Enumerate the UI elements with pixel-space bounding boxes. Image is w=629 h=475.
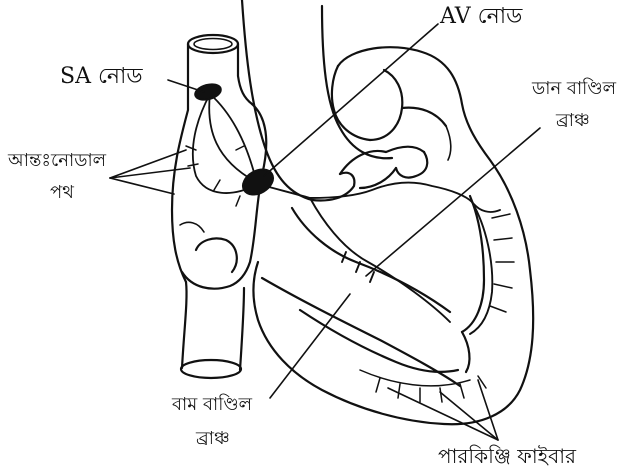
purkinje-fiber-label: পারকিঞ্জি ফাইবার (438, 446, 576, 466)
right-atrium (180, 104, 266, 289)
right-bundle-branch-label-line1: ডান বাণ্ডিল (532, 80, 616, 98)
sa-node-label: SA নোড (60, 66, 143, 88)
av-node-label: AV নোড (440, 6, 522, 28)
purkinje-fibers (360, 214, 514, 402)
purkinje-leader-1 (388, 388, 498, 440)
heart-outline (254, 47, 534, 424)
right-bundle-branch-label-line2: ব্রাঞ্চ (556, 112, 590, 130)
sa-node-leader (168, 80, 204, 92)
heart-septum (262, 147, 460, 386)
left-bundle-branch-label-line1: বাম বাণ্ডিল (172, 396, 252, 414)
superior-vena-cava (172, 35, 252, 282)
sa-node (194, 82, 223, 102)
bundle-branches (258, 183, 500, 334)
av-node-leader (264, 24, 438, 176)
internodal-pathway-label-line2: পথ (50, 184, 74, 202)
internodal-leader-3 (110, 178, 174, 194)
inferior-vena-cava (181, 282, 244, 378)
leader-lines (110, 24, 540, 440)
left-bundle-branch-label-line2: ব্রাঞ্চ (196, 430, 230, 448)
internodal-pathway-label-line1: আন্তঃনোডাল (8, 152, 106, 170)
